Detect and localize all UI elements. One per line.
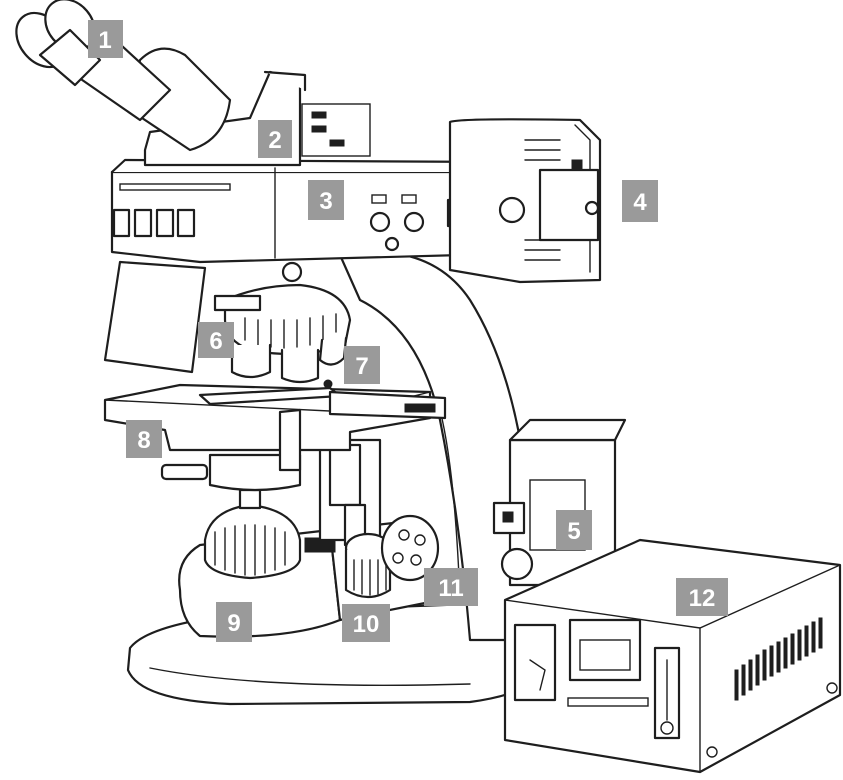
label-10: 10: [342, 604, 390, 642]
label-7: 7: [344, 346, 380, 384]
turret-knob[interactable]: [281, 261, 303, 283]
label-1: 1: [88, 20, 123, 58]
label-8: 8: [126, 420, 162, 458]
label-2: 2: [258, 120, 292, 158]
label-9: 9: [216, 602, 252, 642]
brightness-knob[interactable]: [500, 547, 534, 581]
svg-text:6: 6: [209, 328, 222, 355]
svg-text:11: 11: [438, 575, 463, 602]
eyepiece-tubes[interactable]: [6, 0, 232, 152]
illuminator-body: [110, 158, 507, 264]
focus-column: [318, 438, 382, 547]
svg-text:7: 7: [355, 353, 368, 380]
fine-focus-wheel[interactable]: [380, 514, 440, 582]
power-supply-box: [503, 538, 842, 774]
label-4: 4: [622, 180, 658, 222]
svg-text:3: 3: [319, 188, 332, 215]
svg-text:2: 2: [268, 127, 281, 154]
coarse-focus-knob[interactable]: [344, 532, 392, 599]
svg-text:5: 5: [567, 518, 580, 545]
objective-turret[interactable]: [213, 283, 352, 384]
slide-holder[interactable]: [198, 379, 447, 420]
label-12: 12: [676, 578, 728, 616]
label-6: 6: [198, 322, 234, 358]
svg-text:9: 9: [227, 610, 240, 637]
svg-text:1: 1: [98, 27, 111, 54]
condenser: [160, 453, 302, 492]
label-11: 11: [424, 568, 478, 606]
filter-shield: [103, 260, 303, 374]
switch-indicator: [502, 511, 514, 523]
svg-text:12: 12: [689, 585, 716, 612]
svg-text:10: 10: [353, 611, 380, 638]
label-3: 3: [308, 180, 344, 220]
lamp-house: [448, 118, 602, 284]
svg-text:4: 4: [633, 189, 647, 216]
label-5: 5: [556, 510, 592, 550]
svg-text:8: 8: [137, 427, 150, 454]
